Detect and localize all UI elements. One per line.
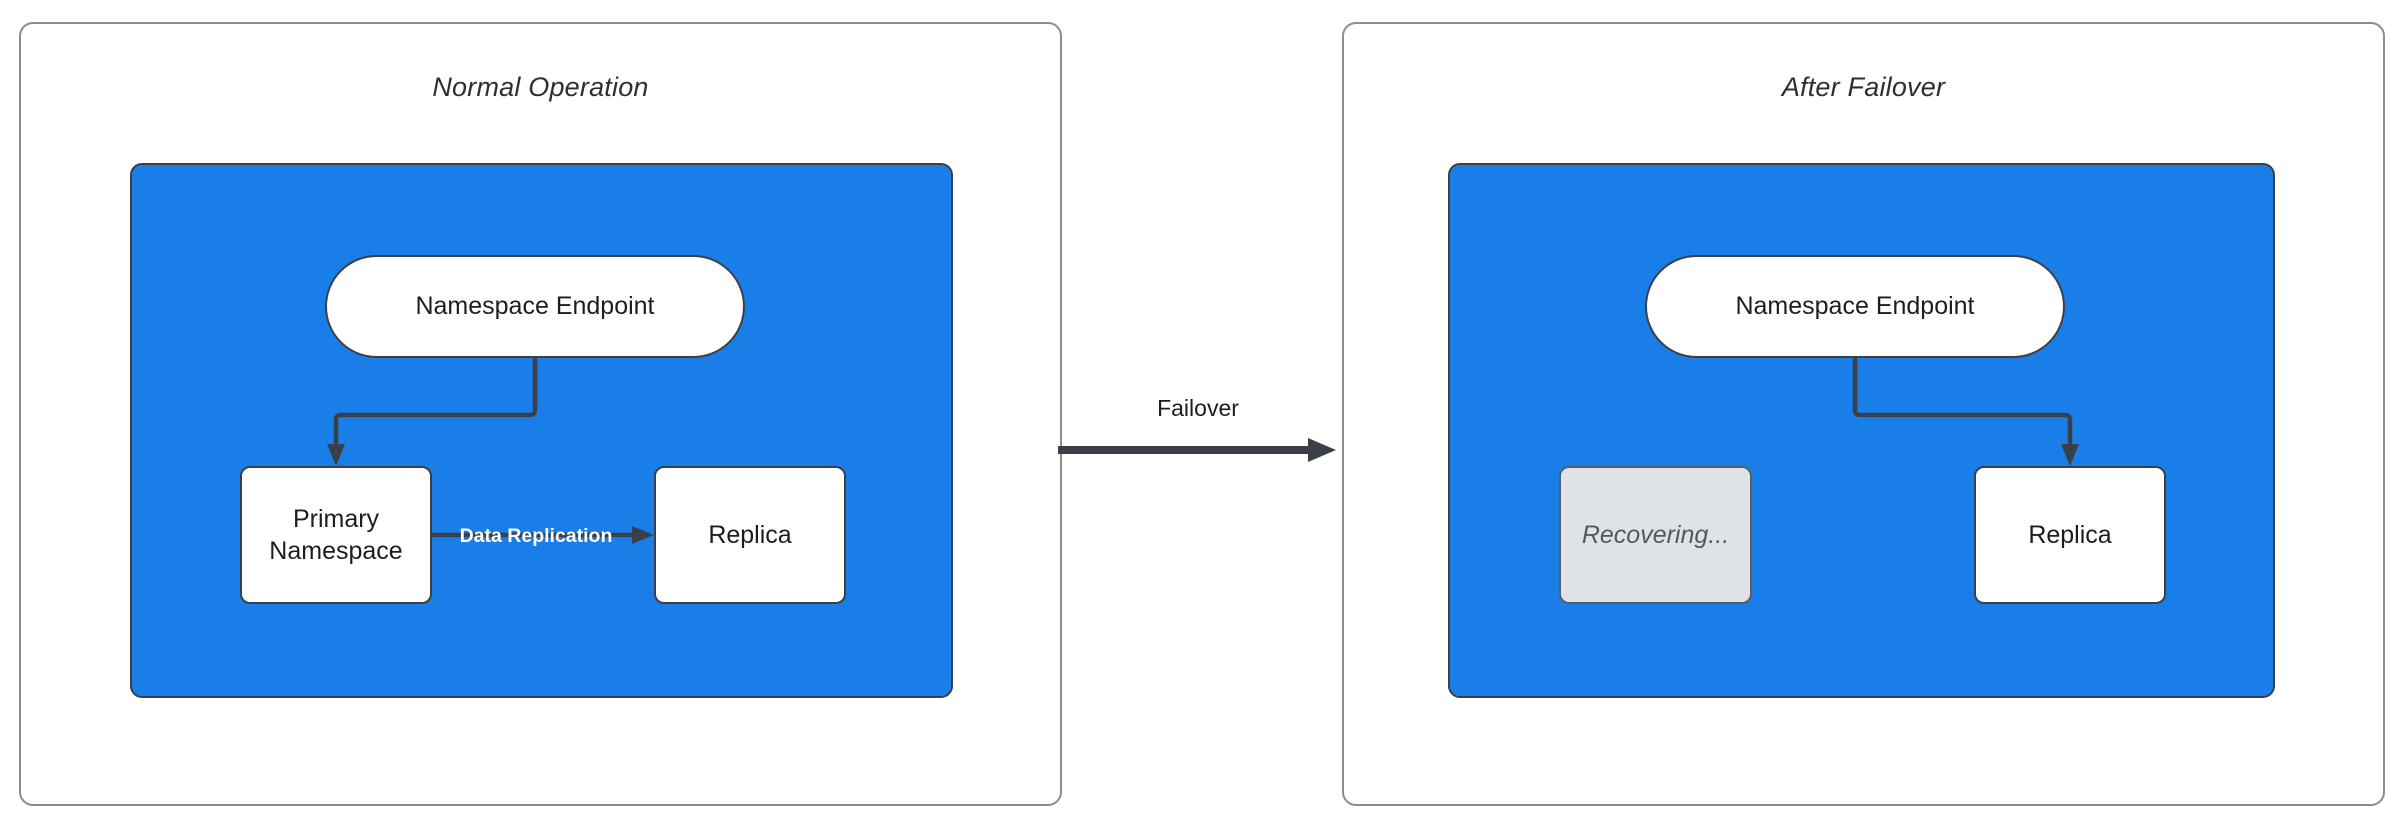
edge-label-data-replication: Data Replication bbox=[459, 525, 613, 547]
node-primary-namespace[interactable]: Primary Namespace bbox=[240, 466, 432, 604]
edge-endpoint-to-replica bbox=[1852, 358, 2079, 466]
edge-primary-to-replica bbox=[432, 526, 654, 544]
node-replica-right[interactable]: Replica bbox=[1974, 466, 2166, 604]
node-label-line1: Primary bbox=[292, 505, 380, 533]
failover-arrow-icon bbox=[1058, 438, 1336, 462]
panel-title-after-failover: After Failover bbox=[1781, 72, 1946, 102]
container-normal-operation bbox=[130, 163, 953, 698]
node-primary-namespace-recovering[interactable]: Recovering... bbox=[1559, 466, 1752, 604]
node-namespace-endpoint-left[interactable]: Namespace Endpoint bbox=[325, 255, 745, 358]
transition-label: Failover bbox=[1157, 395, 1239, 421]
arrowhead-icon bbox=[2061, 444, 2079, 466]
edge-path bbox=[1852, 358, 2073, 449]
node-label: Replica bbox=[2028, 521, 2112, 549]
panel-title-normal-operation: Normal Operation bbox=[432, 72, 649, 102]
node-label: Replica bbox=[708, 521, 792, 549]
edge-path bbox=[333, 358, 538, 449]
container-after-failover bbox=[1448, 163, 2275, 698]
node-replica-left[interactable]: Replica bbox=[654, 466, 846, 604]
transition-failover: Failover bbox=[1058, 395, 1338, 485]
node-label: Namespace Endpoint bbox=[415, 292, 655, 320]
node-label-line2: Namespace bbox=[269, 537, 403, 565]
edge-endpoint-to-primary bbox=[327, 358, 538, 466]
node-label-wrap: Primary Namespace bbox=[269, 503, 402, 567]
node-namespace-endpoint-right[interactable]: Namespace Endpoint bbox=[1645, 255, 2065, 358]
node-label: Recovering... bbox=[1581, 521, 1730, 549]
node-label: Namespace Endpoint bbox=[1735, 292, 1975, 320]
arrowhead-icon bbox=[327, 444, 345, 466]
arrowhead-icon bbox=[632, 526, 654, 544]
